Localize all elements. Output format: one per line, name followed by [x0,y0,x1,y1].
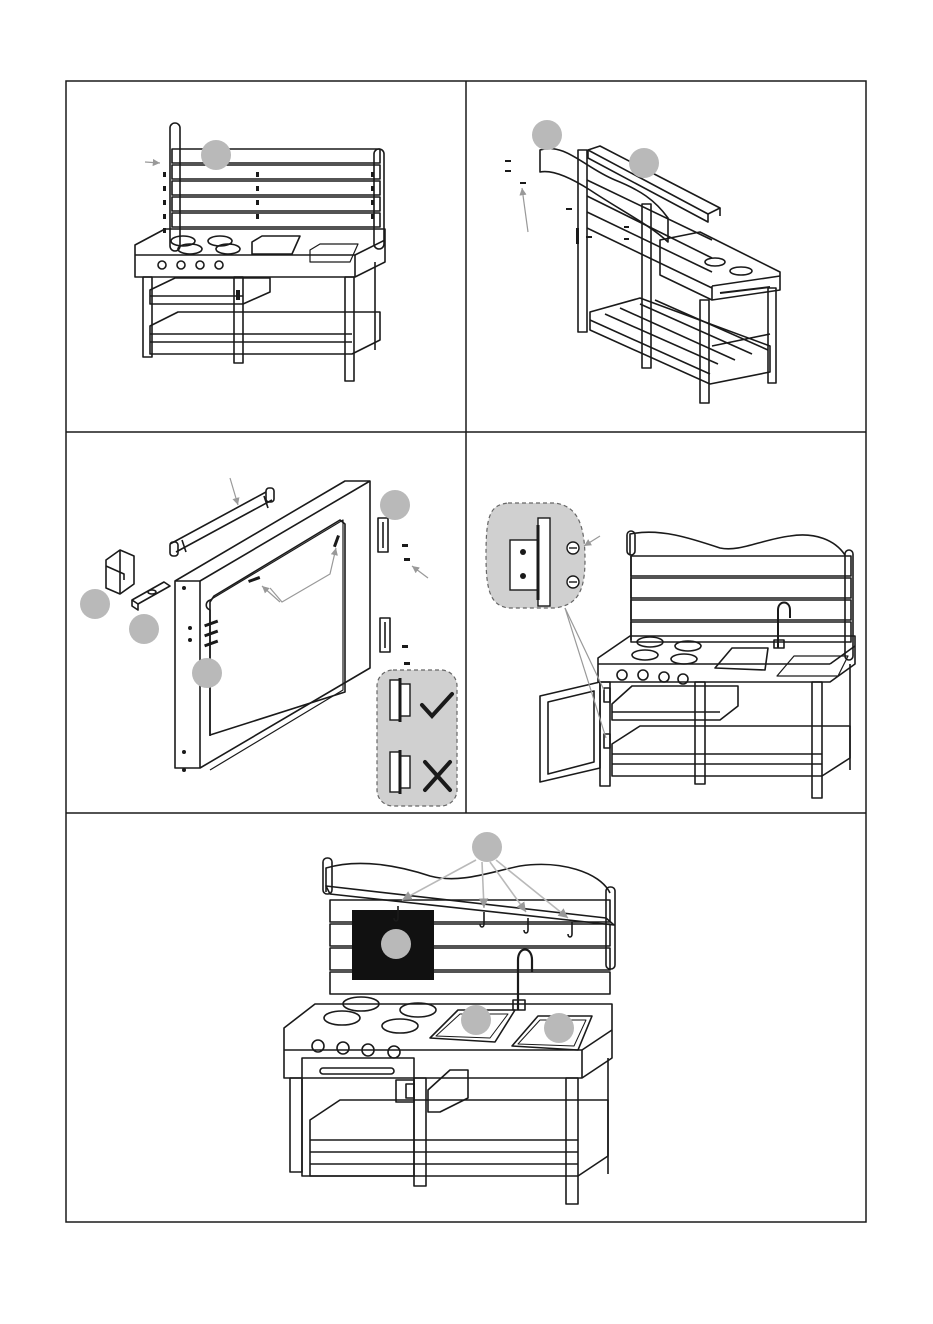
callout-5d [544,1013,574,1043]
panel-2-arrow [522,188,528,232]
callout-5c [461,1005,491,1035]
callout-3a [80,589,110,619]
callout-3c [192,658,222,688]
callout-3d [380,490,410,520]
callout-1a [201,140,231,170]
hook-icon [524,918,528,933]
callout-5a [472,832,502,862]
panel-1-arrow [145,162,160,163]
callout-3b [129,614,159,644]
callout-2a [532,120,562,150]
door-handle-icon [170,492,272,552]
hinge-detail-inset [486,503,606,738]
panel-step-1 [135,123,385,381]
panel-step-4 [540,531,855,798]
panel-5-arrows [402,860,568,918]
callout-2b [629,148,659,178]
hinge-orientation-inset [377,670,457,806]
callout-5b [381,929,411,959]
panel-step-2 [540,146,780,403]
oven-door-icon [302,1058,414,1176]
panel-grid [66,81,866,1222]
